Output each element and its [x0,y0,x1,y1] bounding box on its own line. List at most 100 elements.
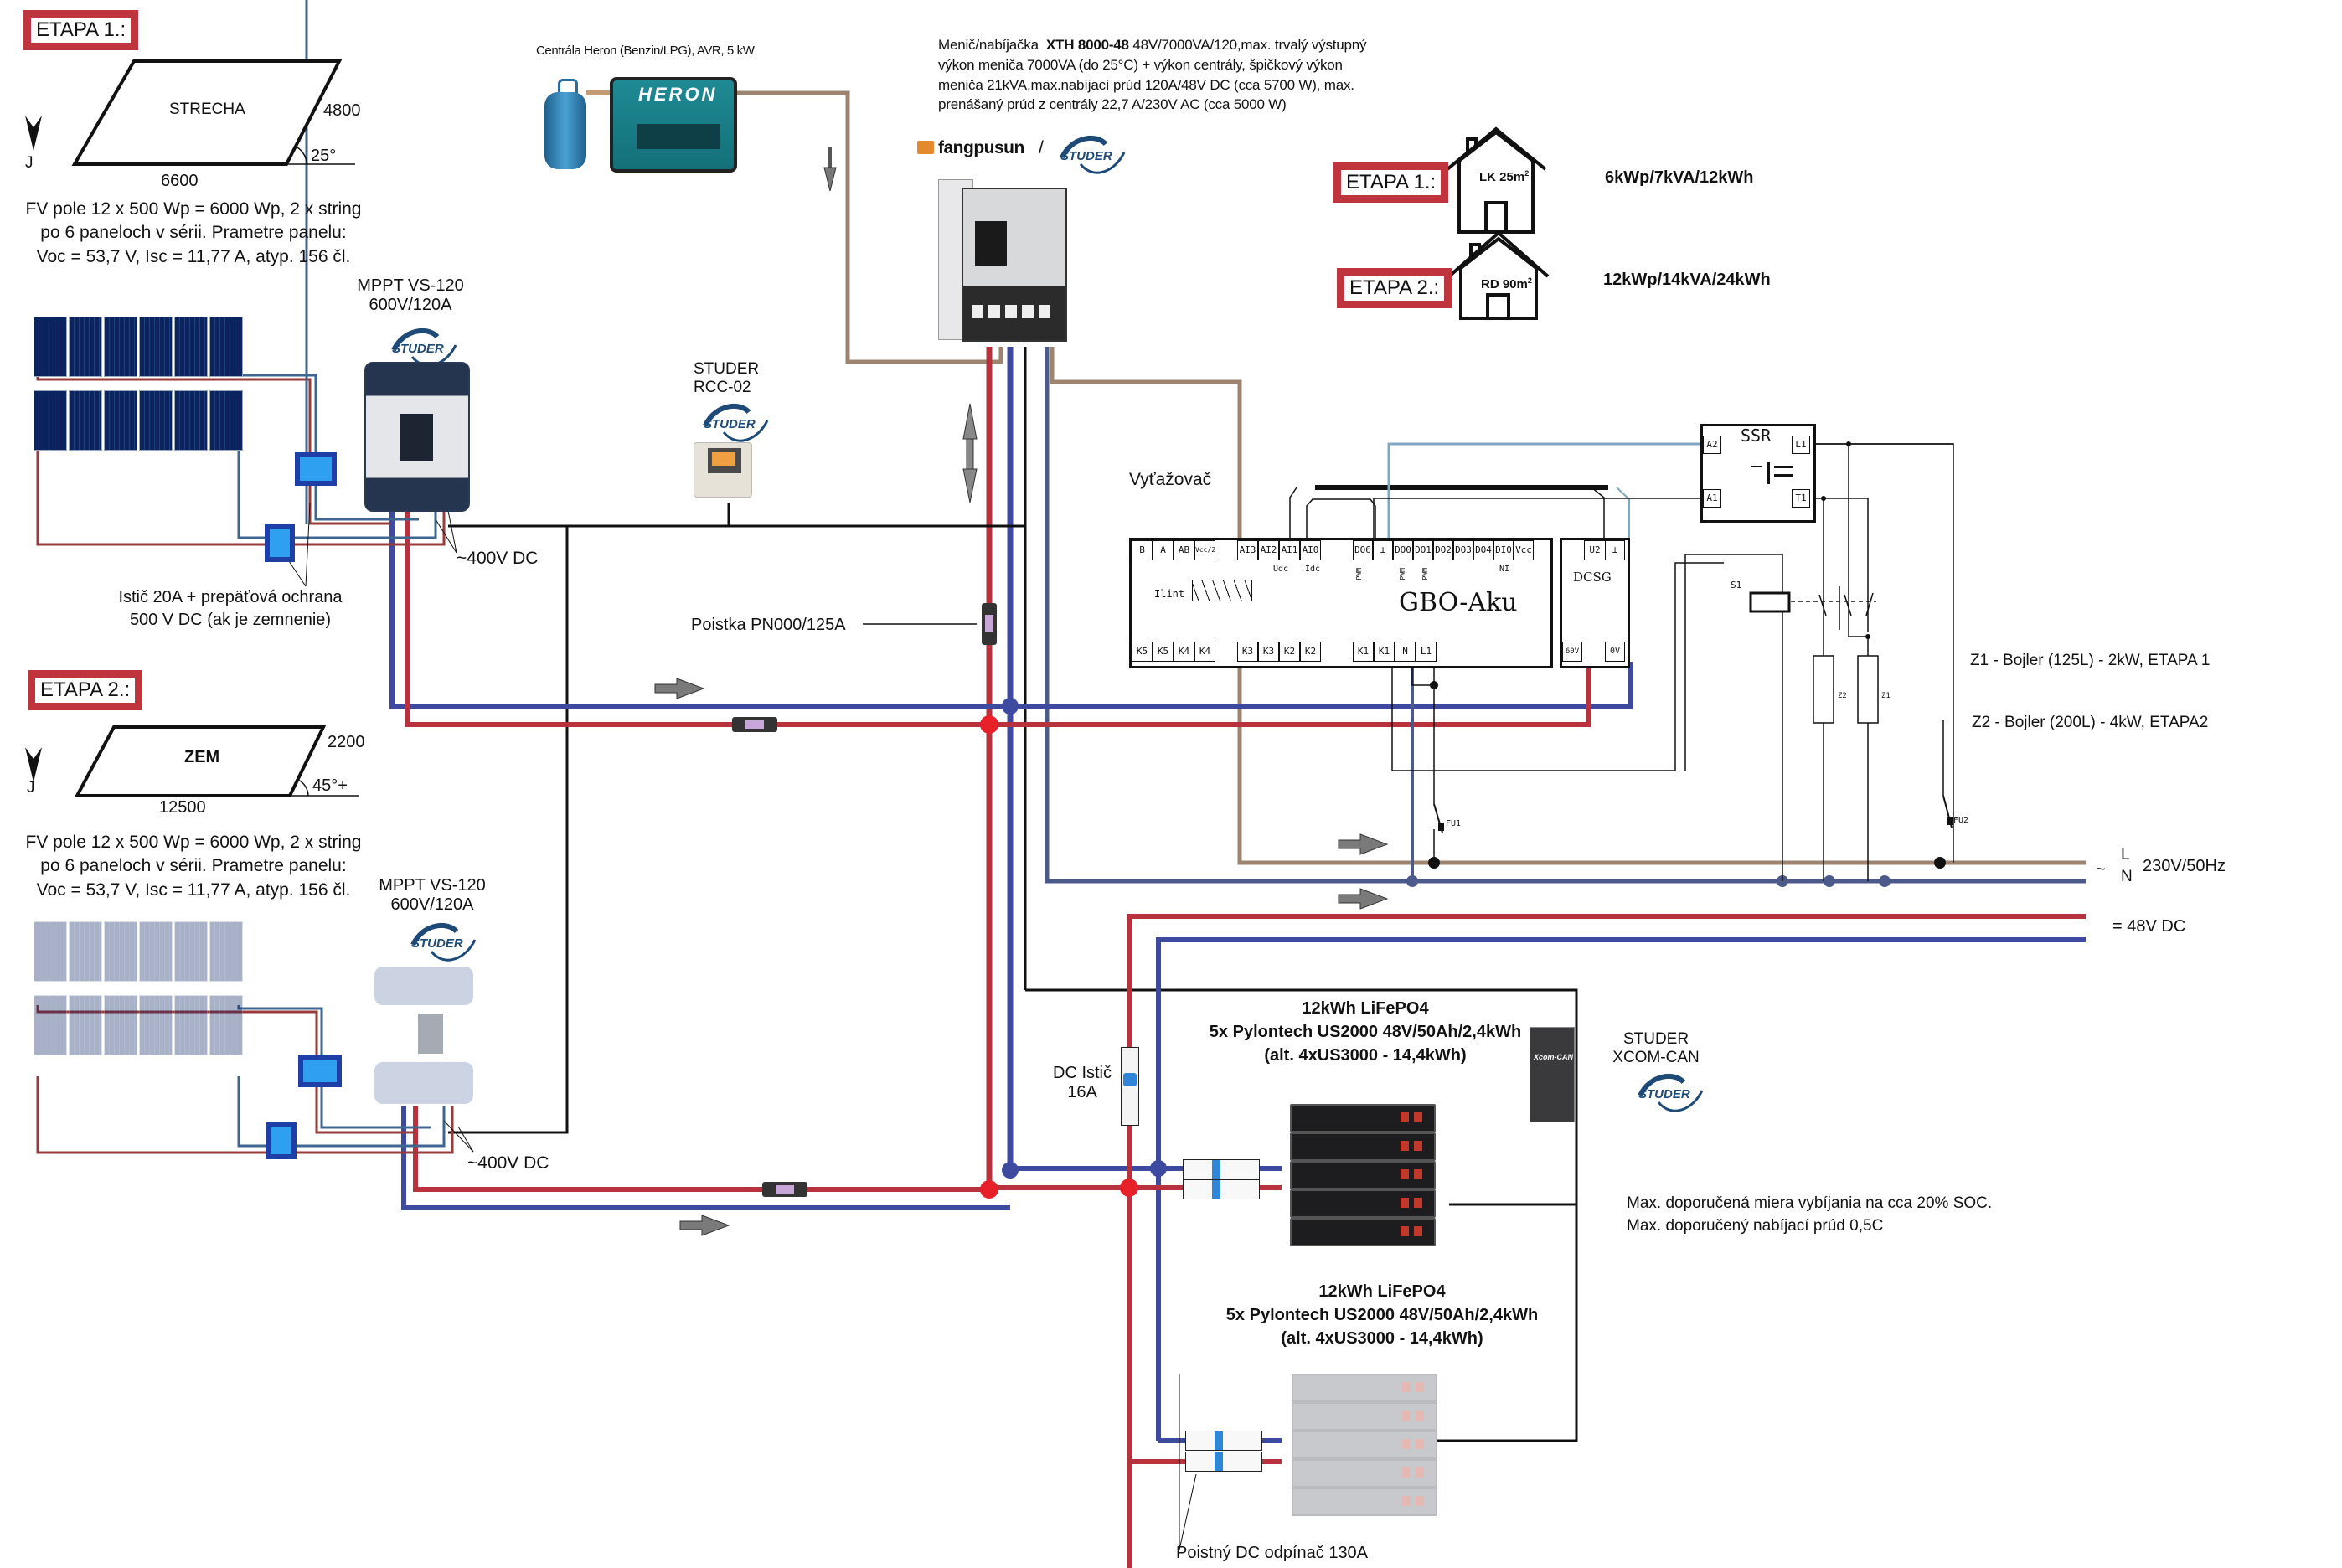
pv-panel [69,921,102,982]
inverter-desc-rest: 48V/7000VA/120,max. trvalý výstupný [1132,37,1367,53]
gbo-terminal: AB [1174,540,1194,560]
ground-angle: 45°+ [312,776,348,795]
ac-tilde: ~ [2096,860,2106,879]
south-arrow-icon [25,747,42,782]
battery-module [1290,1132,1436,1161]
xcom-can-device: Xcom-CAN [1530,1027,1575,1122]
pv-panel [209,921,243,982]
breaker-box [295,452,337,486]
gbo-terminal: K1 [1374,642,1395,662]
udc-label: Udc [1273,565,1289,574]
battery2-disconnector-neg [1185,1431,1262,1451]
ground-name: ZEM [184,748,220,766]
battery-module [1292,1374,1437,1402]
flow-arrow-icon [654,678,705,699]
pv1-desc-line: FV pole 12 x 500 Wp = 6000 Wp, 2 x strin… [25,199,362,219]
fuse-icon [762,1182,807,1197]
down-arrow-icon [823,147,837,192]
pv2-description: FV pole 12 x 500 Wp = 6000 Wp, 2 x strin… [22,831,365,902]
gbo-terminal: K2 [1300,642,1321,662]
battery1-title: 12kWh LiFePO4 5x Pylontech US2000 48V/50… [1156,997,1575,1067]
junction-pos-3 [1120,1179,1138,1197]
dc-breaker-label: DC Istič 16A [1040,1064,1124,1102]
junction-neg-2 [1002,1162,1019,1179]
house1-sup: 2 [1524,169,1530,178]
ssr-terminal-l1: L1 [1792,436,1810,454]
roof-width: 6600 [161,172,199,190]
pv-panel [209,317,243,377]
pv-panel [174,317,208,377]
stage2-spec: 12kWp/14kVA/24kWh [1603,271,1771,289]
inverter-desc-line: výkon meniča 7000VA (do 25°C) + výkon ce… [938,56,1343,73]
mppt1-dc-voltage: ~400V DC [457,549,539,568]
signal-wire-a1 [1373,498,1700,538]
pv-panel [174,390,208,451]
gbo-terminal: K5 [1132,642,1153,662]
pv-panel [69,995,102,1055]
pv-panel [209,995,243,1055]
house-icon-stage1 [1446,126,1547,234]
battery-module [1290,1161,1436,1189]
gbo-aku-name: GBO-Aku [1399,588,1518,617]
studer-logo-icon: STUDER [379,325,466,367]
gbo-terminal: AI2 [1258,540,1279,560]
mppt2-dc-neg [401,1106,1010,1210]
battery-note-charge: Max. doporučený nabíjací prúd 0,5C [1627,1216,1884,1235]
ac-n-label: N [2121,868,2133,885]
ac-bus-label: 230V/50Hz [2143,857,2226,875]
junction-neg-1 [1002,698,1019,714]
etapa2-label: ETAPA 2.: [40,678,131,701]
breaker-box [266,1122,297,1159]
pv-panel [34,390,67,451]
mppt2-dc-pos [413,1106,989,1192]
flow-arrow-icon [679,1215,730,1236]
pv1-desc-line: po 6 paneloch v sérii. Prametre panelu: [40,223,347,243]
generator-ac-wire [737,90,1003,364]
gbo-terminal: AI3 [1237,540,1258,560]
pv-panel [34,921,67,982]
fuse-icon [982,603,997,645]
battery2-title-line: 12kWh LiFePO4 [1318,1282,1446,1301]
pv1-string2-neg [237,441,437,539]
gbo-terminal: N [1395,642,1416,662]
mppt2-label: MPPT VS-120 600V/120A [365,876,499,915]
fu1-label: FU1 [1446,819,1462,828]
gbo-terminal: AI0 [1300,540,1321,560]
gbo-terminal: B [1132,540,1153,560]
svg-text:STUDER: STUDER [392,342,444,356]
svg-text:STUDER: STUDER [1638,1087,1690,1101]
optocoupler-icon [1751,462,1793,487]
south-arrow-icon [25,116,42,151]
roof-name: STRECHA [169,101,245,118]
mppt2-device [374,967,473,1104]
mppt2-dc-voltage: ~400V DC [467,1153,549,1173]
svg-text:STUDER: STUDER [704,417,756,431]
breaker-note-line: 500 V DC (ak je zemnenie) [129,611,332,629]
brand-separator: / [1039,138,1044,157]
pwm-label: PWM [1421,568,1429,580]
pv1-string2-pos [36,441,446,546]
gbo-terminal: DO4 [1473,540,1493,560]
battery1-title-line: 12kWh LiFePO4 [1302,999,1429,1018]
pv-panel [104,317,137,377]
breaker-note-line: Istič 20A + prepäťová ochrana [118,588,343,606]
gbo-terminal: DO2 [1433,540,1453,560]
dc-breaker-device [1121,1047,1139,1126]
battery1-spec: 5x Pylontech US2000 48V/50Ah/2,4kWh [1209,1023,1522,1041]
gbo-terminal: K3 [1258,642,1279,662]
pv-panel [209,390,243,451]
mppt1-label: MPPT VS-120 600V/120A [343,276,477,315]
gbo-terminal: DO3 [1453,540,1473,560]
stage-summary-badge-2: ETAPA 2.: [1337,268,1452,308]
inverter-model: XTH 8000-48 [1045,37,1129,53]
pv-panel [104,921,137,982]
mppt1-device [364,362,470,512]
gbo-terminal: DO0 [1393,540,1413,560]
rcc-remote-device [694,442,752,498]
house2-area: RD 90m [1481,277,1528,291]
load-z2-description: Z2 - Bojler (200L) - 4kW, ETAPA2 [1972,714,2209,731]
xcom-device-text: Xcom-CAN [1534,1053,1574,1061]
pv2-string1-neg [237,1005,431,1129]
etapa1-label: ETAPA 1.: [36,18,126,41]
stage-summary-badge-1: ETAPA 1.: [1333,162,1449,203]
